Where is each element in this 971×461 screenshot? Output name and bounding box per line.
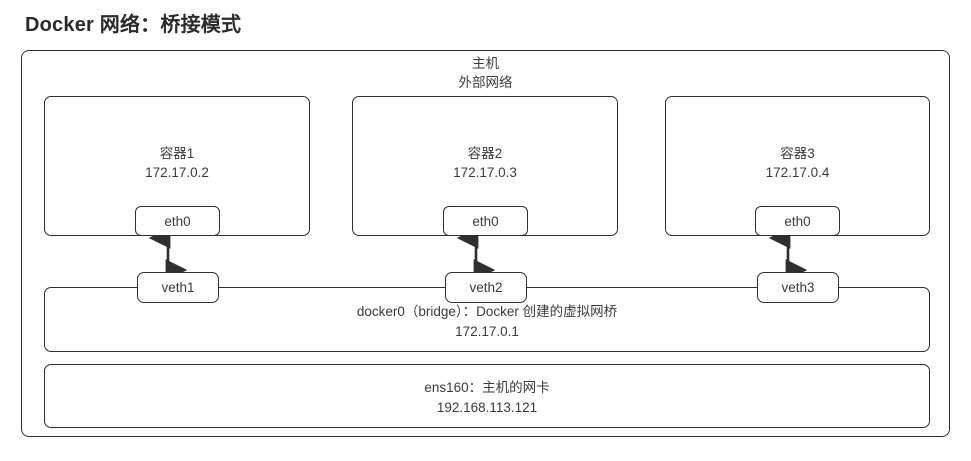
connector-arrow-eth0-veth3 bbox=[768, 227, 808, 281]
container-label-1: 容器1 172.17.0.2 bbox=[44, 144, 310, 182]
ens160-description: ens160：主机的网卡 bbox=[424, 380, 550, 395]
page-title: Docker 网络：桥接模式 bbox=[25, 14, 242, 36]
host-name: 主机 bbox=[472, 56, 499, 71]
eth0-box-1: eth0 bbox=[135, 206, 220, 236]
ens160-nic-box bbox=[44, 364, 930, 428]
connector-arrow-eth0-veth2 bbox=[456, 227, 496, 281]
container-label-2: 容器2 172.17.0.3 bbox=[352, 144, 618, 182]
host-label: 主机 外部网络 bbox=[21, 54, 950, 92]
veth1-box: veth1 bbox=[137, 272, 219, 303]
ens160-ip: 192.168.113.121 bbox=[436, 400, 538, 415]
container-ip-1: 172.17.0.2 bbox=[145, 165, 209, 180]
container-ip-2: 172.17.0.3 bbox=[453, 165, 517, 180]
veth2-box: veth2 bbox=[445, 272, 527, 303]
docker0-label: docker0（bridge）：Docker 创建的虚拟网桥 172.17.0.… bbox=[44, 302, 930, 342]
ens160-label: ens160：主机的网卡 192.168.113.121 bbox=[44, 378, 930, 418]
host-external-network: 外部网络 bbox=[458, 75, 513, 90]
container-name-1: 容器1 bbox=[159, 146, 195, 161]
container-name-3: 容器3 bbox=[780, 146, 815, 161]
container-label-3: 容器3 172.17.0.4 bbox=[665, 144, 930, 182]
veth3-box: veth3 bbox=[757, 272, 839, 303]
docker0-description: docker0（bridge）：Docker 创建的虚拟网桥 bbox=[356, 304, 618, 319]
eth0-box-2: eth0 bbox=[443, 206, 528, 236]
container-ip-3: 172.17.0.4 bbox=[765, 165, 830, 180]
docker0-ip: 172.17.0.1 bbox=[455, 324, 519, 339]
connector-arrow-eth0-veth1 bbox=[148, 227, 188, 281]
container-name-2: 容器2 bbox=[467, 146, 503, 161]
eth0-box-3: eth0 bbox=[755, 206, 840, 236]
